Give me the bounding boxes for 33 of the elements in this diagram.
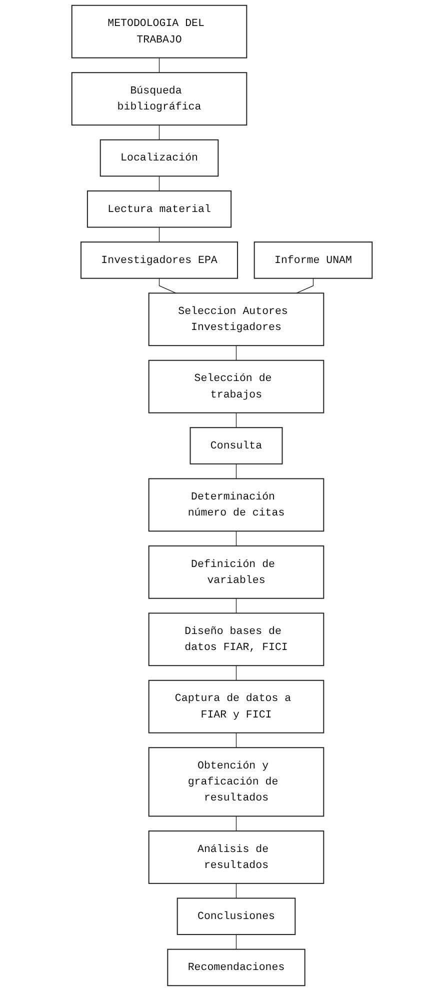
connector [236, 464, 237, 480]
connector [158, 278, 177, 294]
node-box: Obtención y graficación de resultados [148, 747, 324, 817]
connector [236, 665, 237, 681]
node-box: Investigadores EPA [80, 242, 238, 279]
connector [236, 345, 237, 361]
node-box: Consulta [190, 427, 283, 464]
node-box: Seleccion Autores Investigadores [148, 292, 324, 346]
connector [158, 226, 160, 242]
node-box: Conclusiones [176, 898, 296, 936]
connector [236, 816, 237, 832]
connector [236, 732, 237, 748]
node-box: Lectura material [86, 190, 232, 228]
node-box: Selección de trabajos [148, 360, 324, 414]
node-box: Localización [100, 139, 219, 177]
connector [236, 598, 237, 614]
connector [296, 278, 314, 294]
node-box: Análisis de resultados [148, 830, 324, 884]
node-box: Captura de datos a FIAR y FICI [148, 680, 324, 734]
connector [158, 176, 160, 192]
node-box: Búsqueda bibliográfica [71, 72, 248, 126]
connector [236, 530, 237, 546]
connector [236, 934, 237, 950]
node-box: Informe UNAM [254, 242, 373, 279]
connector [236, 883, 237, 899]
connector [158, 57, 160, 73]
node-box: METODOLOGIA DEL TRABAJO [71, 4, 248, 58]
node-box: Diseño bases de datos FIAR, FICI [148, 612, 324, 666]
connector [158, 124, 160, 140]
node-box: Definición de variables [148, 545, 324, 599]
connector [236, 412, 237, 428]
node-box: Determinación número de citas [148, 478, 324, 532]
node-box: Recomendaciones [167, 948, 306, 986]
